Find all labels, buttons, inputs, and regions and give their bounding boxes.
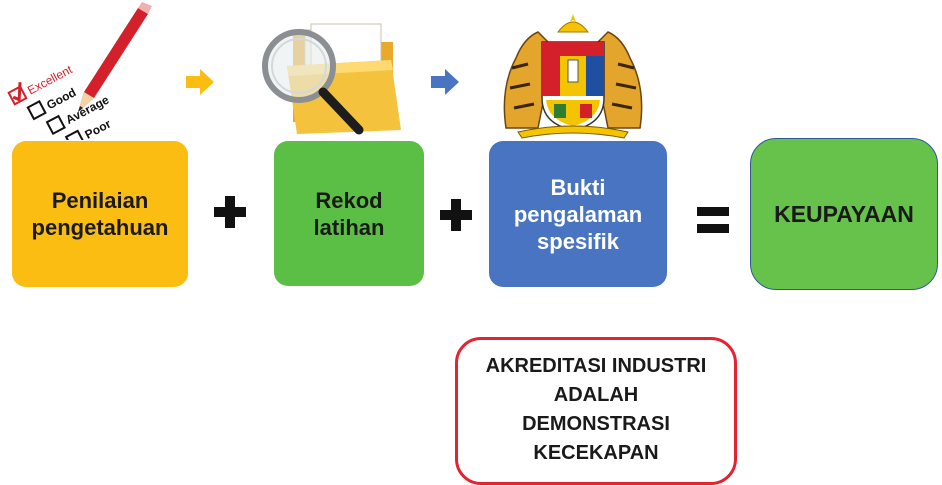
accreditation-note-text: AKREDITASI INDUSTRI ADALAH DEMONSTRASI K… [485, 355, 707, 464]
plus-icon [214, 196, 246, 228]
pencil-icon [78, 2, 152, 112]
arrow-right-icon [431, 69, 459, 95]
assessment-label: Penilaian pengetahuan [31, 188, 169, 240]
plus-icon [440, 199, 472, 231]
arrow-right-icon [186, 69, 214, 95]
training-records-label: Rekod latihan [313, 187, 385, 240]
result-label: KEUPAYAAN [774, 200, 914, 227]
folder-search-image [253, 10, 403, 138]
equals-icon [697, 207, 729, 234]
checklist-image: Excellent Good Average Poor [0, 0, 170, 150]
training-records-box: Rekod latihan [274, 141, 424, 286]
evidence-label: Bukti pengalaman spesifik [513, 174, 643, 254]
result-box: KEUPAYAAN [750, 138, 938, 290]
assessment-box: Penilaian pengetahuan [12, 141, 188, 287]
accreditation-note: AKREDITASI INDUSTRI ADALAH DEMONSTRASI K… [455, 337, 737, 485]
coat-of-arms-emblem [498, 8, 648, 140]
checklist-item-poor: Poor [83, 116, 114, 140]
evidence-box: Bukti pengalaman spesifik [489, 141, 667, 287]
